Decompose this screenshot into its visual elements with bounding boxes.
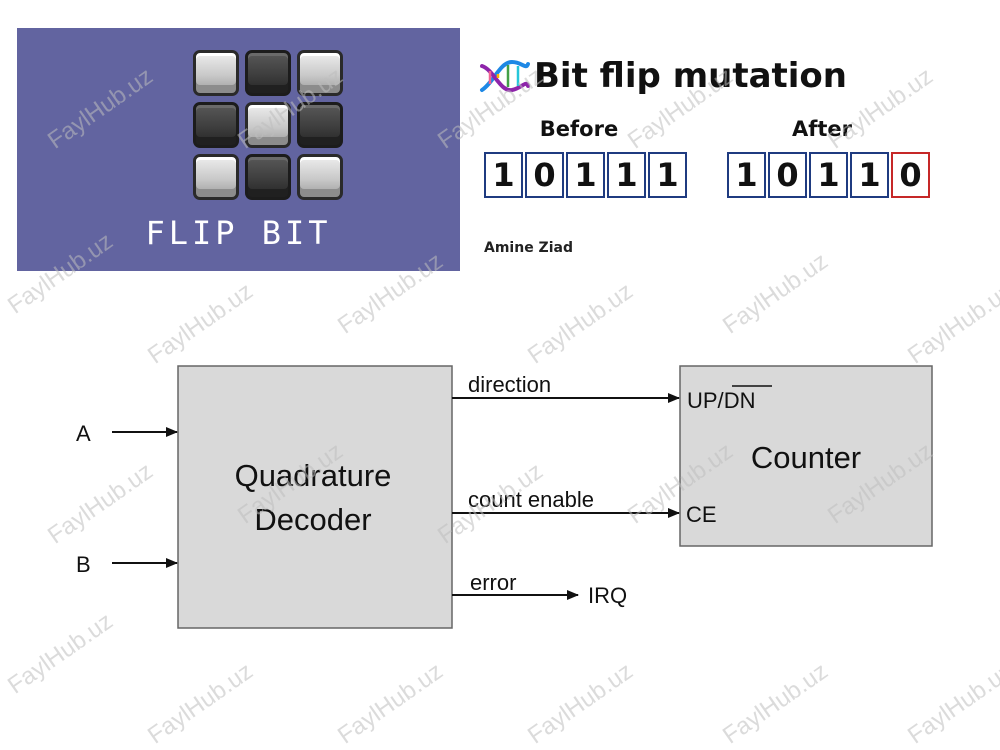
- decoder-box: [177, 365, 453, 629]
- bit-cell: 0: [768, 152, 807, 198]
- count-enable-signal-label: count enable: [468, 487, 594, 512]
- bit-cell: 1: [850, 152, 889, 198]
- up-dn-port-label: UP/DN: [687, 388, 755, 413]
- bit-key-dark: [297, 102, 343, 148]
- bit-cell: 1: [809, 152, 848, 198]
- counter-box: [679, 365, 933, 547]
- watermark-text: FaylHub.uz: [902, 657, 1000, 750]
- bit-key-dark: [245, 154, 291, 200]
- bit-cell: 1: [727, 152, 766, 198]
- bit-key-light: [193, 154, 239, 200]
- watermark-text: FaylHub.uz: [522, 657, 638, 750]
- watermark-text: FaylHub.uz: [142, 657, 258, 750]
- decoder-label-line1: Quadrature: [235, 458, 392, 493]
- before-caption: Before: [539, 117, 619, 141]
- flip-bit-label: FLIP BIT: [145, 214, 332, 252]
- up-port-text: UP/: [687, 388, 725, 413]
- after-caption: After: [791, 117, 853, 141]
- input-b-label: B: [76, 552, 91, 577]
- bit-key-light: [297, 50, 343, 96]
- mutation-title: Bit flip mutation: [534, 56, 847, 96]
- input-a-label: A: [76, 421, 91, 446]
- bit-cell: 1: [566, 152, 605, 198]
- irq-label: IRQ: [588, 583, 627, 608]
- bit-key-dark: [193, 102, 239, 148]
- bit-key-light: [245, 102, 291, 148]
- counter-label: Counter: [751, 440, 861, 475]
- bit-cell: 1: [484, 152, 523, 198]
- bit-cell: 1: [648, 152, 687, 198]
- block-diagram: Quadrature Decoder Counter A B direction…: [76, 365, 933, 629]
- flip-bit-banner: FLIP BIT: [17, 28, 460, 271]
- watermark-text: FaylHub.uz: [717, 247, 833, 340]
- direction-signal-label: direction: [468, 372, 551, 397]
- bit-grid-icon: [193, 50, 343, 200]
- bit-cell: 1: [607, 152, 646, 198]
- dna-icon: [480, 59, 530, 93]
- dn-port-text: DN: [724, 388, 756, 413]
- ce-port-label: CE: [686, 502, 717, 527]
- bit-key-light: [193, 50, 239, 96]
- bit-cell: 0: [525, 152, 564, 198]
- bit-key-dark: [245, 50, 291, 96]
- error-signal-label: error: [470, 570, 516, 595]
- bit-key-light: [297, 154, 343, 200]
- flipped-bit-cell: 0: [891, 152, 930, 198]
- author-credit: Amine Ziad: [484, 240, 573, 256]
- decoder-label-line2: Decoder: [254, 502, 371, 537]
- watermark-text: FaylHub.uz: [332, 657, 448, 750]
- watermark-text: FaylHub.uz: [717, 657, 833, 750]
